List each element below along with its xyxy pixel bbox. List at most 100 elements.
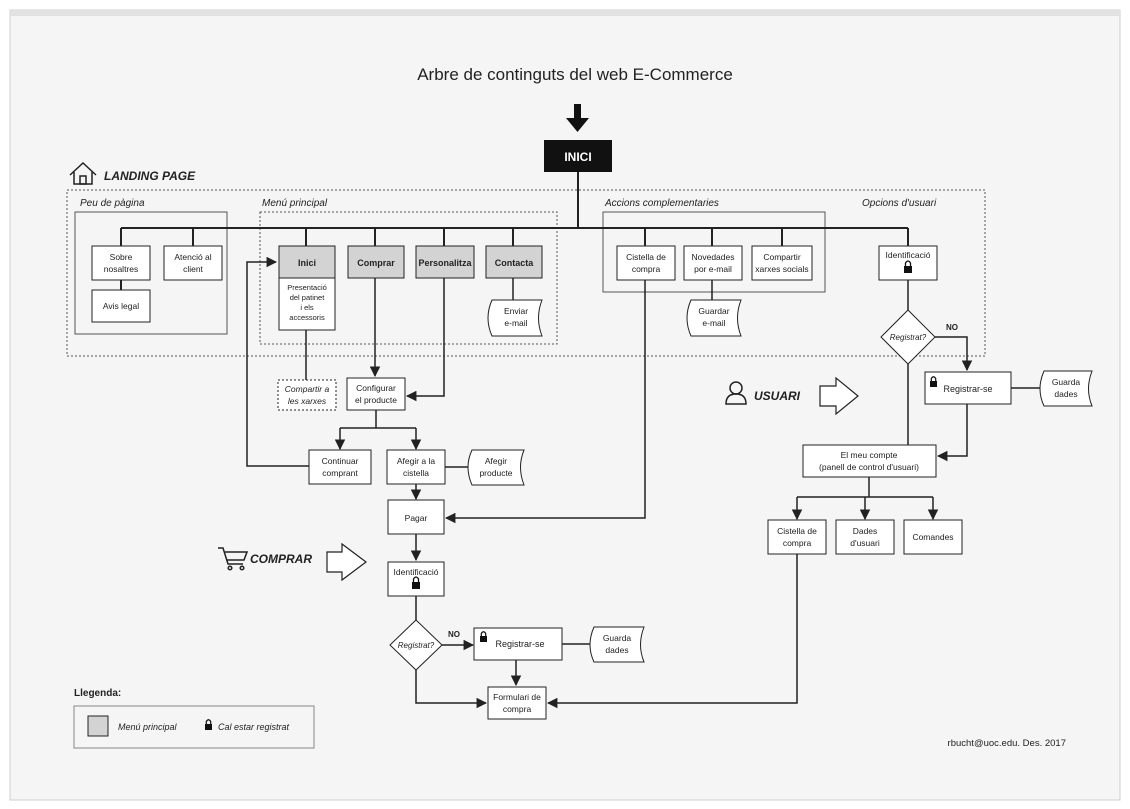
landing-page-label: LANDING PAGE bbox=[104, 169, 196, 183]
continuar-2: comprant bbox=[322, 468, 358, 478]
formulari-2: compra bbox=[503, 704, 532, 714]
user-icon bbox=[725, 381, 747, 405]
compartir-flow-2: les xarxes bbox=[288, 396, 327, 406]
legend-title: Llegenda: bbox=[74, 688, 121, 699]
flow-identificacio-node bbox=[387, 561, 445, 597]
atencio-label-1: Atenció al bbox=[174, 252, 211, 262]
novedades-node bbox=[683, 245, 743, 281]
menu-personalitza-node bbox=[415, 245, 475, 279]
novedades-1: Novedades bbox=[691, 252, 734, 262]
accions-cistella-node bbox=[616, 245, 676, 281]
comprar-label: COMPRAR bbox=[250, 552, 312, 566]
enviar-label-2: e-mail bbox=[504, 318, 527, 328]
legend-menu-swatch bbox=[87, 715, 109, 737]
configurar-node bbox=[346, 377, 406, 411]
compartir-xarxes-flow-node bbox=[277, 379, 337, 411]
sobre-label-1: Sobre bbox=[110, 252, 133, 262]
guardar-email-node bbox=[686, 299, 742, 337]
diagram-title: Arbre de continguts del web E-Commerce bbox=[417, 65, 733, 84]
paper bbox=[9, 9, 1121, 801]
section-opcions: Opcions d'usuari bbox=[862, 198, 937, 209]
user-cistella-1: Cistella de bbox=[777, 526, 817, 536]
meu-compte-2: (panell de control d'usuari) bbox=[819, 462, 919, 472]
novedades-2: por e-mail bbox=[694, 264, 732, 274]
sobre-nosaltres-node bbox=[91, 245, 151, 281]
user-cistella-node bbox=[767, 519, 827, 555]
afegir-producte-2: producte bbox=[479, 468, 512, 478]
start-label: INICI bbox=[564, 150, 591, 164]
configurar-1: Configurar bbox=[356, 383, 396, 393]
flow-guarda-2: dades bbox=[605, 645, 628, 655]
compartir-xarxes-node bbox=[751, 245, 813, 281]
menu-personalitza-label: Personalitza bbox=[418, 258, 472, 268]
user-no-label: NO bbox=[946, 323, 958, 332]
paper-shadow bbox=[10, 10, 1120, 16]
accions-cistella-1: Cistella de bbox=[626, 252, 666, 262]
pagar-label: Pagar bbox=[405, 513, 428, 523]
formulari-1: Formulari de bbox=[493, 692, 541, 702]
meu-compte-node bbox=[802, 444, 937, 478]
menu-comprar-node bbox=[347, 245, 405, 279]
sobre-label-2: nosaltres bbox=[104, 264, 139, 274]
user-identificacio-label: Identificació bbox=[886, 250, 931, 260]
afegir-1: Afegir a la bbox=[397, 456, 436, 466]
flow-identificacio-label: Identificació bbox=[394, 567, 439, 577]
continuar-1: Continuar bbox=[322, 456, 359, 466]
enviar-label-1: Enviar bbox=[504, 306, 528, 316]
section-accions: Accions complementaries bbox=[604, 198, 719, 209]
accions-region bbox=[602, 211, 826, 293]
menu-inici-node bbox=[278, 245, 336, 279]
atencio-label-2: client bbox=[183, 264, 203, 274]
atencio-client-node bbox=[163, 245, 223, 281]
menu-comprar-label: Comprar bbox=[357, 258, 395, 268]
inici-desc-1: Presentació bbox=[287, 283, 327, 292]
afegir-producte-1: Afegir bbox=[485, 456, 507, 466]
menu-contacta-node bbox=[485, 245, 543, 279]
legend-menu-label: Menú principal bbox=[118, 722, 178, 732]
start-node bbox=[544, 140, 612, 172]
user-registrarse-label: Registrar-se bbox=[943, 384, 992, 394]
inici-desc-2: del patinet bbox=[290, 293, 326, 302]
configurar-2: el producte bbox=[355, 395, 397, 405]
flow-registrat-label: Registrat? bbox=[398, 641, 435, 650]
landing-page-region bbox=[66, 189, 986, 357]
inici-desc-4: accessoris bbox=[289, 313, 325, 322]
legend-box bbox=[73, 705, 315, 749]
user-guarda-dades-node bbox=[1039, 370, 1093, 407]
afegir-producte-node bbox=[467, 449, 525, 486]
afegir-2: cistella bbox=[403, 468, 429, 478]
meu-compte-1: El meu compte bbox=[841, 450, 898, 460]
usuari-label: USUARI bbox=[754, 389, 801, 403]
enviar-email-node bbox=[487, 299, 543, 337]
menu-contacta-label: Contacta bbox=[495, 258, 534, 268]
lock-icon bbox=[480, 631, 487, 642]
guardar-email-2: e-mail bbox=[702, 318, 725, 328]
legend-registrat-label: Cal estar registrat bbox=[218, 722, 290, 732]
usuari-arrow-icon bbox=[819, 376, 859, 416]
inici-description-node bbox=[278, 277, 336, 331]
user-dades-node bbox=[835, 519, 895, 555]
section-peu: Peu de pàgina bbox=[80, 198, 145, 209]
avis-legal-node bbox=[91, 289, 151, 323]
user-registrat-label: Registrat? bbox=[890, 333, 927, 342]
credit-text: rbucht@uoc.edu. Des. 2017 bbox=[948, 738, 1066, 749]
flow-guarda-1: Guarda bbox=[603, 633, 632, 643]
lock-icon bbox=[412, 576, 420, 589]
accions-cistella-2: compra bbox=[632, 264, 661, 274]
inici-desc-3: i els bbox=[300, 303, 314, 312]
lock-icon bbox=[205, 719, 212, 730]
compartir-2: xarxes socials bbox=[755, 264, 808, 274]
user-comandes-node bbox=[903, 519, 963, 555]
avis-label: Avis legal bbox=[103, 301, 139, 311]
continuar-node bbox=[308, 449, 372, 485]
main-tree bbox=[120, 172, 909, 246]
user-guarda-2: dades bbox=[1054, 389, 1077, 399]
user-registrarse-node bbox=[924, 371, 1012, 405]
cart-icon bbox=[218, 547, 249, 571]
flow-no-label: NO bbox=[448, 630, 460, 639]
flow-guarda-dades-node bbox=[589, 626, 645, 663]
entry-arrow-icon bbox=[566, 104, 589, 132]
section-menu: Menú principal bbox=[262, 198, 328, 209]
